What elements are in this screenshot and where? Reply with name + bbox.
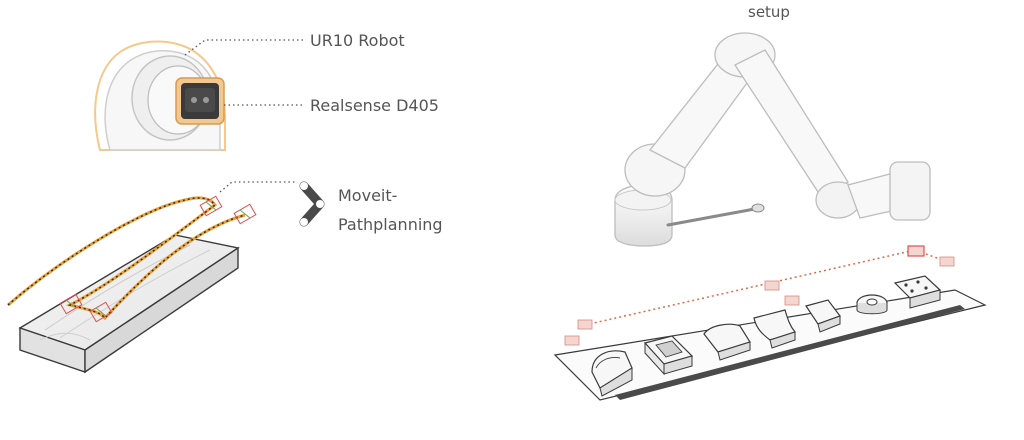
workpiece-1 <box>591 350 633 397</box>
workpiece-3 <box>703 323 751 361</box>
setup-label: setup <box>748 3 790 21</box>
moveit-logo-icon <box>299 181 325 227</box>
trajectory-markers <box>564 245 955 346</box>
ur10-robot-arm <box>614 32 931 247</box>
waypoint-marker <box>233 203 257 225</box>
workpiece-5 <box>805 299 841 333</box>
moveit-leader-line <box>219 181 295 193</box>
waypoint-marker <box>89 301 113 323</box>
trajectory-dotted <box>584 249 949 326</box>
probe-stick <box>666 206 762 227</box>
realsense-camera-icon <box>175 77 225 125</box>
robot-leader-line <box>184 39 305 56</box>
workpiece-board <box>18 234 240 374</box>
workpiece-4 <box>753 309 797 349</box>
camera-closeup <box>94 39 305 151</box>
camera-label: Realsense D405 <box>310 96 439 115</box>
workpieces <box>591 275 942 397</box>
moveit-label-line1: Moveit- <box>338 186 397 205</box>
workpiece-6 <box>856 294 888 315</box>
workpiece-2 <box>643 335 694 376</box>
waypoint-marker <box>199 195 223 217</box>
robot-label: UR10 Robot <box>310 31 405 50</box>
waypoint-marker <box>59 293 83 315</box>
tool-path <box>7 195 257 323</box>
moveit-label-line2: Pathplanning <box>338 215 443 234</box>
workpiece-7 <box>893 275 942 309</box>
